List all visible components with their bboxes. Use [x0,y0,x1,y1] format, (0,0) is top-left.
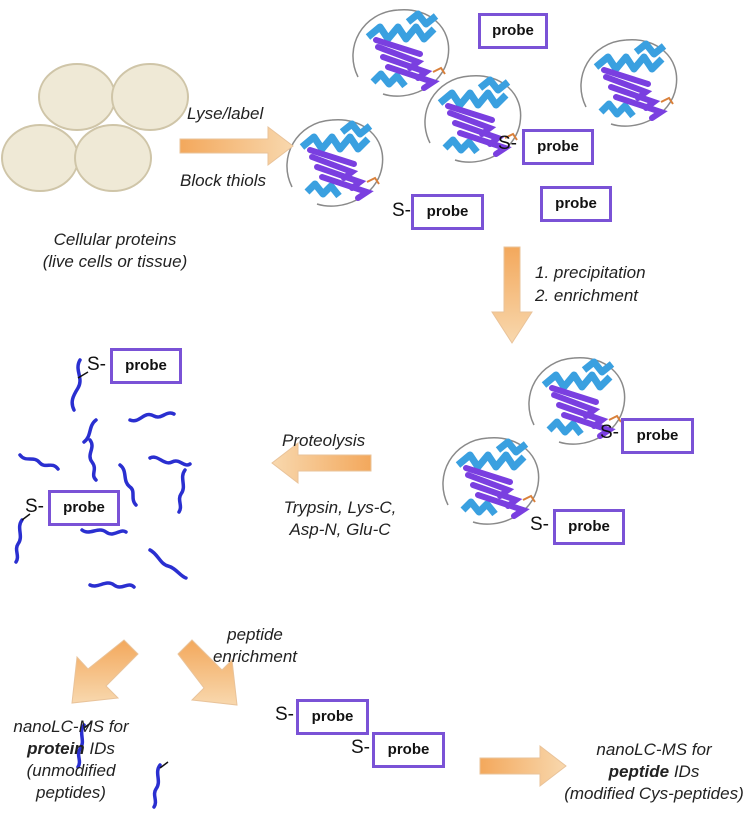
step-precipitation: 1. precipitation [535,263,646,282]
probe-tag: probe [296,699,369,735]
peptide [76,723,86,769]
peptide [82,418,98,444]
protease-line: Asp-N, Glu-C [289,520,391,539]
output-line: peptides) [36,783,106,802]
peptide-enrichment-line: enrichment [212,647,298,666]
arrow-proteolysis [271,441,372,485]
output-rest: IDs [84,739,115,758]
protein-ms-output: nanoLC-MS for protein IDs (unmodified pe… [0,716,142,804]
probe-tag: probe [553,509,625,545]
output-line: (modified Cys-peptides) [564,784,744,803]
thiol-label: S- [392,200,411,221]
protease-line: Trypsin, Lys-C, [283,498,397,517]
peptide [88,581,136,589]
step-block-label: Block thiols [180,171,266,190]
probe-tag: probe [411,194,484,230]
peptide [152,763,162,809]
output-bold: protein [27,739,85,758]
output-line: nanoLC-MS for [596,740,712,759]
protein-structure [353,10,449,96]
protein-structure [443,438,539,524]
peptide [177,468,187,514]
step-enrichment: 2. enrichment [535,286,638,305]
probe-tag: probe [48,490,120,526]
peptide-enrichment-line: peptide [227,625,283,644]
probe-tag: probe [540,186,612,222]
thiol-label: S- [530,514,549,535]
cell [1,124,79,192]
probe-tag: probe [110,348,182,384]
thiol-label: S- [87,354,106,375]
thiol-label: S- [498,133,517,154]
thiol-label: S- [25,496,44,517]
probe-tag: probe [372,732,445,768]
peptide-fragments [14,358,192,809]
cells-caption-line: Cellular proteins [53,230,177,249]
peptide-ms-output: nanoLC-MS for peptide IDs (modified Cys-… [558,739,750,805]
arrow-peptide-ms [479,744,567,788]
thiol-label: S- [275,704,294,725]
step-lyse-label: Lyse/label [187,104,264,123]
step-proteolysis-label: Proteolysis [282,431,366,450]
peptide [18,453,60,471]
arrow-enrich [491,246,533,344]
protein-structure [581,40,677,126]
arrow-protein-ms [71,639,139,704]
probe-tag: probe [522,129,594,165]
arrow-lyse [179,125,294,167]
peptide-enrichment-label: peptide enrichment [200,624,310,668]
peptide [70,358,82,412]
output-line: nanoLC-MS for [13,717,129,736]
thiol-label: S- [600,422,619,443]
protease-list: Trypsin, Lys-C, Asp-N, Glu-C [250,497,430,541]
output-line: protein IDs [0,738,142,760]
cell [38,63,116,131]
output-line: peptide IDs [558,761,750,783]
probe-tag: probe [621,418,694,454]
peptide [88,438,98,482]
output-rest: IDs [669,762,700,781]
peptide [118,463,138,507]
arrow-peptide-enrich [177,639,238,706]
peptide [128,411,176,423]
peptide [14,518,24,564]
output-bold: peptide [608,762,670,781]
thiol-label: S- [351,737,370,758]
peptide [80,528,128,536]
cell [111,63,189,131]
cells-caption: Cellular proteins (live cells or tissue) [0,229,230,273]
thiol-bonds [21,371,169,769]
probe-tag: probe [478,13,548,49]
protein-structure [287,120,383,206]
cells [1,63,189,192]
peptide [148,455,192,467]
cells-caption-line: (live cells or tissue) [42,252,188,271]
output-line: (unmodified [26,761,116,780]
cell [74,124,152,192]
peptide [148,548,188,580]
